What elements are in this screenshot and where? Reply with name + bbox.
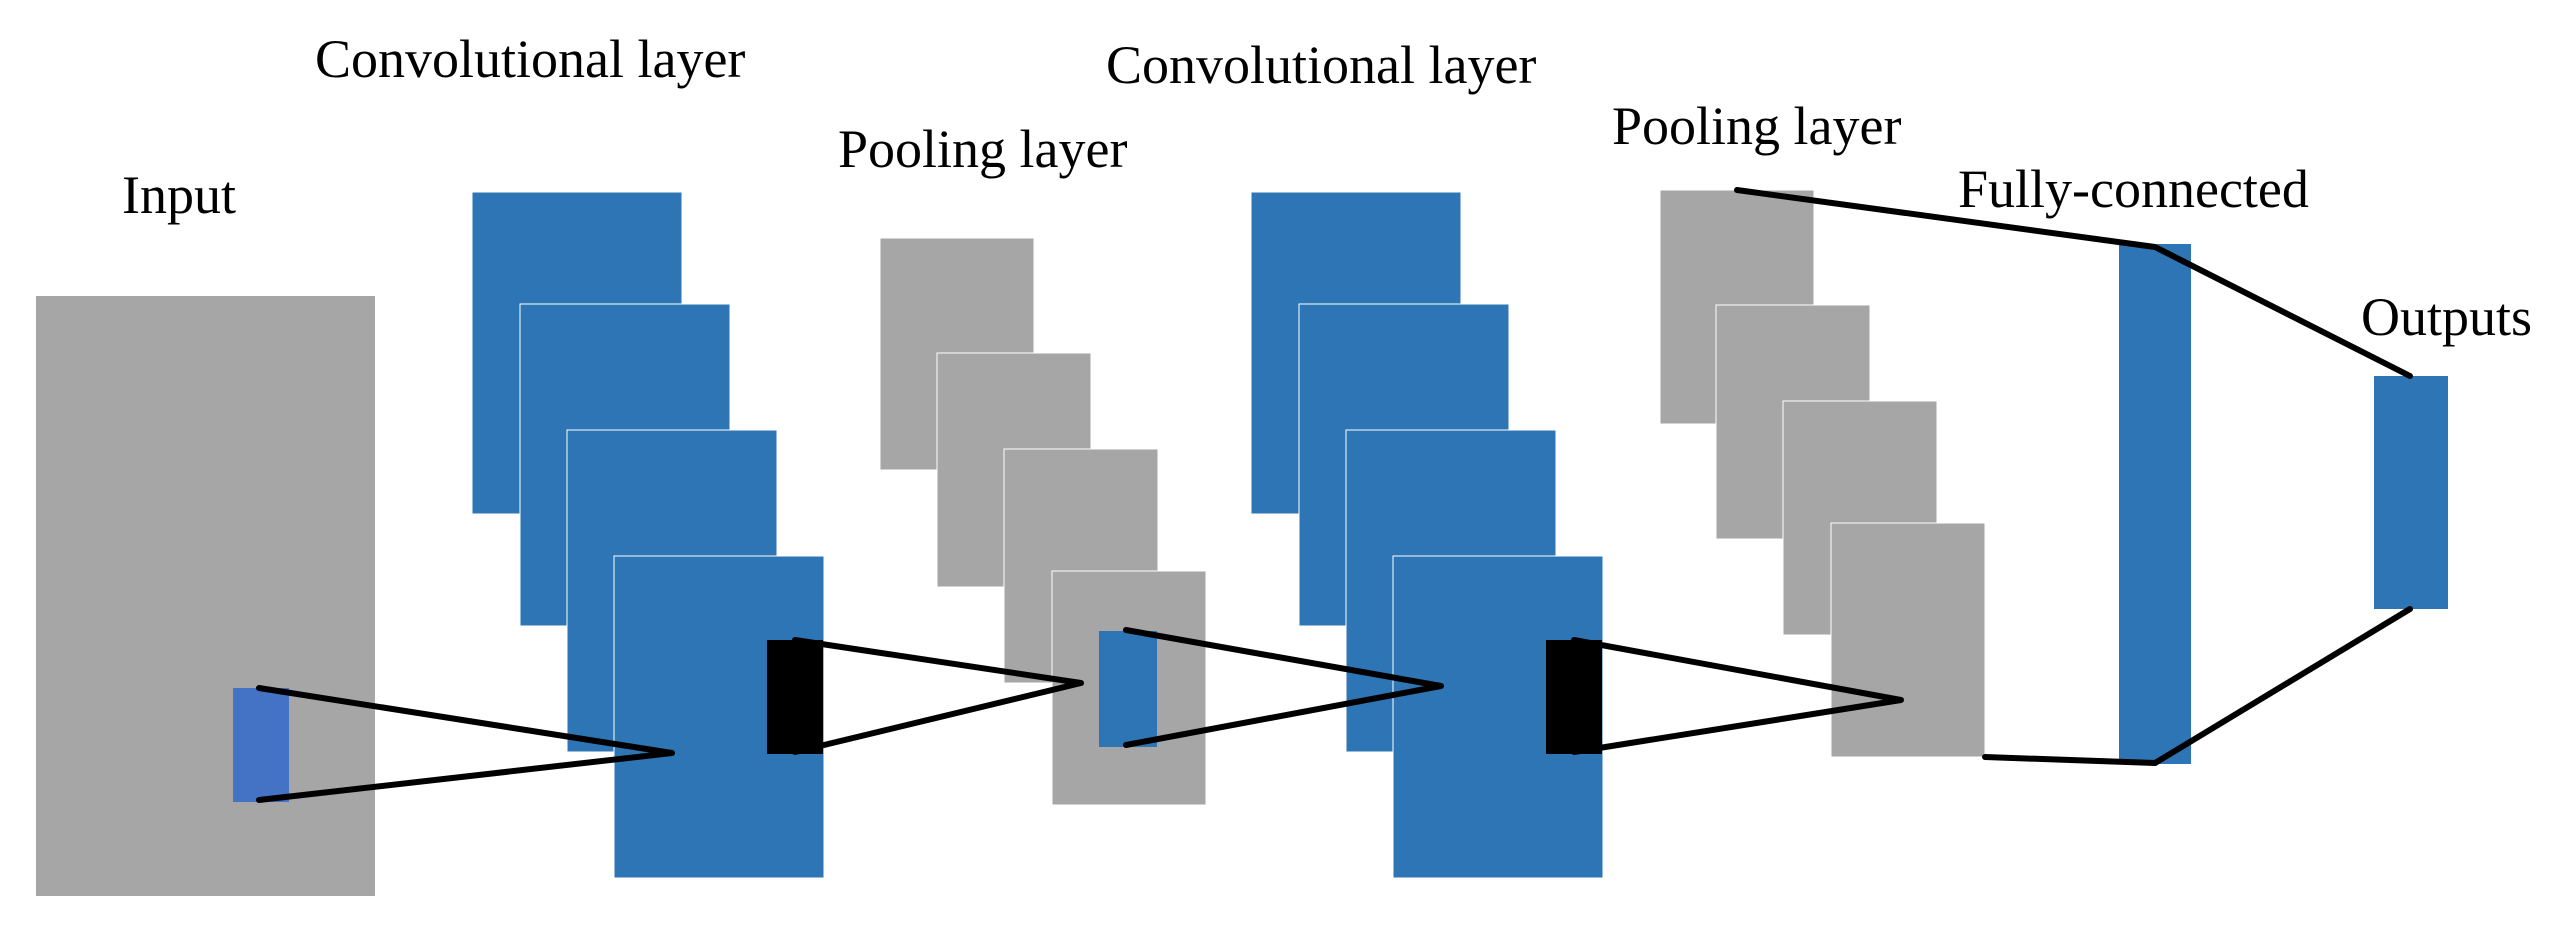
conv2-label: Convolutional layer (1106, 35, 1536, 95)
pool2-label: Pooling layer (1612, 96, 1901, 156)
pool2-feature-map (1830, 522, 1986, 758)
conv2-to-pool2-lines (1571, 637, 1904, 755)
conv1-to-pool1-lines (792, 637, 1084, 755)
input-block (36, 296, 375, 896)
fully-connected-label: Fully-connected (1958, 159, 2309, 219)
output-bar (2374, 376, 2448, 609)
outputs-label: Outputs (2361, 287, 2532, 347)
pool1-to-conv2-lines (1123, 627, 1444, 748)
conv2-filter-window (1546, 640, 1602, 754)
conv1-filter-window (767, 640, 823, 754)
connection-lines (256, 187, 2413, 803)
pool1-window (1099, 631, 1157, 747)
fc-to-output-lines (1982, 606, 2413, 766)
pool2-to-fc-lines (1734, 187, 2413, 379)
fully-connected-bar (2119, 244, 2191, 764)
conv1-label: Convolutional layer (315, 29, 745, 89)
input-label: Input (122, 165, 236, 225)
pool1-label: Pooling layer (838, 119, 1127, 179)
input-receptive-field (233, 688, 289, 802)
input-to-conv1-lines (256, 685, 675, 803)
